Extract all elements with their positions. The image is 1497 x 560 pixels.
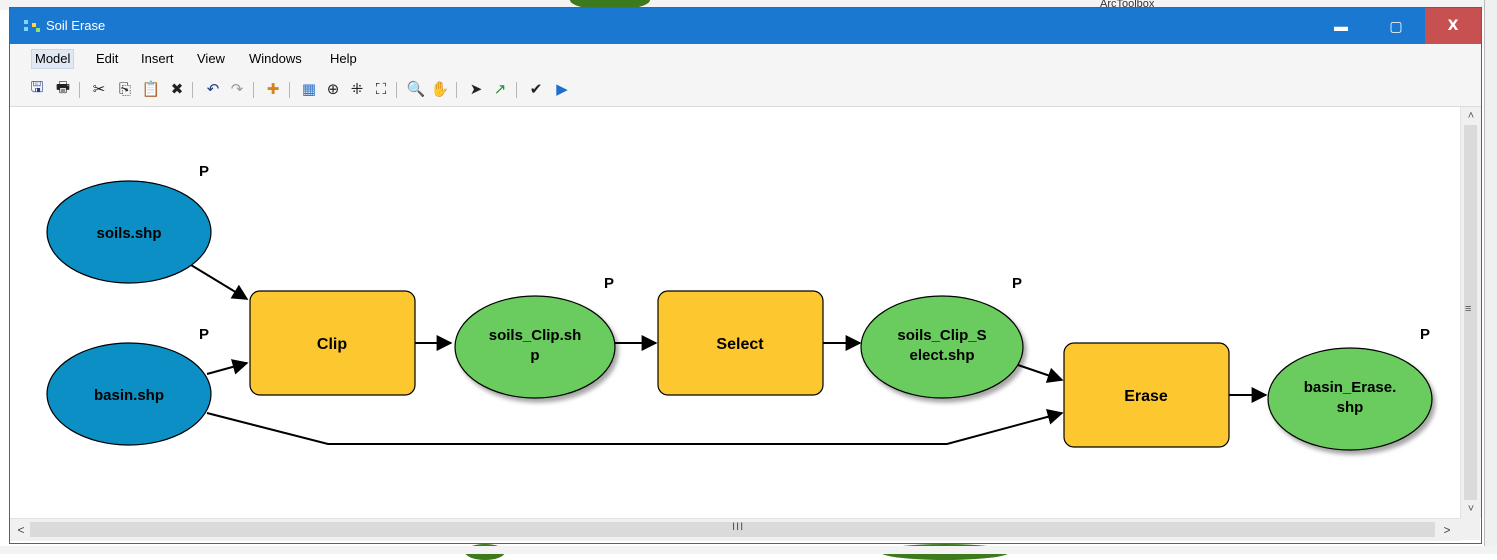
model-builder-window: Soil Erase ▬ ▢ X Model Edit Insert View …	[9, 7, 1482, 544]
node-label-line2: p	[530, 347, 539, 364]
auto-layout-icon[interactable]: ▦	[301, 80, 317, 98]
toolbar-separator	[253, 82, 254, 98]
scroll-grip-icon: ≡	[1465, 303, 1472, 315]
tool-select[interactable]: Select	[657, 290, 824, 396]
run-icon[interactable]: ▶	[556, 80, 568, 98]
model-diagram: soils.shp P basin.shp P Clip soils_Clip.…	[46, 163, 1433, 451]
maximize-button[interactable]: ▢	[1389, 17, 1403, 34]
validate-icon[interactable]: ✔	[529, 80, 543, 98]
parameter-marker: P	[199, 163, 209, 180]
menu-windows[interactable]: Windows	[249, 51, 302, 66]
fixed-zoom-in-icon[interactable]: ⁜	[350, 80, 364, 98]
paste-icon[interactable]: 📋	[141, 80, 161, 98]
scrollbar-corner	[1460, 518, 1480, 540]
map-fragment-top	[570, 0, 650, 10]
tool-clip[interactable]: Clip	[249, 290, 416, 396]
undo-icon[interactable]: ↶	[206, 80, 220, 98]
menu-help[interactable]: Help	[330, 51, 357, 66]
minimize-button[interactable]: ▬	[1334, 18, 1348, 34]
node-soils-shp[interactable]: soils.shp P	[46, 163, 212, 284]
scroll-left-icon[interactable]: <	[17, 523, 25, 537]
connector-basin-clip[interactable]	[206, 359, 249, 375]
arctoolbox-window-fragment: ArcToolbox	[1100, 0, 1155, 8]
menu-view[interactable]: View	[197, 51, 225, 66]
close-button[interactable]: X	[1425, 8, 1481, 44]
full-extent-icon[interactable]: ⊕	[326, 80, 340, 98]
node-soils-clip-select-shp[interactable]: soils_Clip_S elect.shp P	[860, 275, 1024, 399]
vertical-scroll-thumb[interactable]	[1464, 125, 1477, 500]
side-panel-fragment	[1484, 0, 1497, 554]
print-icon[interactable]: 🖶	[55, 77, 71, 96]
scroll-grip-icon: III	[732, 521, 745, 533]
cut-icon[interactable]: ✂	[92, 80, 106, 98]
parameter-marker: P	[1420, 326, 1430, 343]
delete-icon[interactable]: ✖	[170, 80, 184, 98]
node-basin-shp[interactable]: basin.shp P	[46, 326, 212, 446]
node-label: soils_Clip.sh	[489, 327, 582, 344]
menu-bar: Model Edit Insert View Windows Help	[10, 44, 1481, 72]
node-label-line2: elect.shp	[909, 347, 974, 364]
node-label-line2: shp	[1337, 399, 1364, 416]
desktop-background-bottom	[0, 546, 1497, 554]
add-data-icon[interactable]: ✚	[266, 80, 280, 98]
window-title: Soil Erase	[46, 18, 106, 33]
parameter-marker: P	[1012, 275, 1022, 292]
vertical-scrollbar[interactable]: ˄ ≡ ˅	[1460, 107, 1481, 518]
toolbar-separator	[456, 82, 457, 98]
menu-model[interactable]: Model	[31, 49, 75, 69]
fixed-zoom-out-icon[interactable]: ⛶	[375, 80, 387, 98]
toolbar-separator	[516, 82, 517, 98]
redo-icon[interactable]: ↷	[230, 80, 244, 98]
node-label: soils_Clip_S	[897, 327, 986, 344]
node-label: basin.shp	[94, 387, 164, 404]
toolbar-separator	[192, 82, 193, 98]
parameter-marker: P	[604, 275, 614, 292]
scroll-up-icon[interactable]: ˄	[1467, 110, 1475, 122]
connector-soils-clip[interactable]	[190, 264, 249, 300]
model-canvas[interactable]: soils.shp P basin.shp P Clip soils_Clip.…	[10, 107, 1460, 518]
model-builder-icon	[24, 20, 40, 32]
connect-icon[interactable]: ↗	[493, 80, 507, 98]
title-bar[interactable]: Soil Erase ▬ ▢ X	[10, 8, 1481, 44]
tool-label: Clip	[317, 336, 347, 353]
toolbar-separator	[396, 82, 397, 98]
toolbar: 🖫 🖶 ✂ ⎘ 📋 ✖ ↶ ↷ ✚ ▦ ⊕ ⁜ ⛶ 🔍 ✋ ➤ ↗ ✔ ▶	[10, 72, 1481, 107]
copy-icon[interactable]: ⎘	[118, 80, 131, 98]
toolbar-separator	[79, 82, 80, 98]
node-basin-erase-shp[interactable]: basin_Erase. shp P	[1267, 326, 1433, 451]
node-label: soils.shp	[96, 225, 161, 242]
tool-label: Erase	[1124, 388, 1168, 405]
select-icon[interactable]: ➤	[469, 80, 483, 98]
save-icon[interactable]: 🖫	[30, 77, 44, 96]
node-soils-clip-shp[interactable]: soils_Clip.sh p P	[454, 275, 616, 399]
tool-label: Select	[716, 336, 764, 353]
node-label: basin_Erase.	[1304, 379, 1397, 396]
horizontal-scrollbar[interactable]: < III >	[10, 518, 1460, 541]
pan-icon[interactable]: ✋	[430, 80, 450, 98]
connector-soils-clip-select-erase[interactable]	[1017, 364, 1064, 383]
tool-erase[interactable]: Erase	[1063, 342, 1230, 448]
menu-insert[interactable]: Insert	[141, 51, 174, 66]
scroll-down-icon[interactable]: ˅	[1467, 503, 1475, 515]
scroll-right-icon[interactable]: >	[1443, 523, 1451, 537]
horizontal-scroll-thumb[interactable]	[30, 522, 1435, 537]
parameter-marker: P	[199, 326, 209, 343]
toolbar-separator	[289, 82, 290, 98]
zoom-in-icon[interactable]: 🔍	[406, 80, 426, 98]
desktop-background	[0, 0, 1497, 10]
menu-edit[interactable]: Edit	[96, 51, 119, 66]
connector-basin-erase[interactable]	[206, 409, 1064, 445]
